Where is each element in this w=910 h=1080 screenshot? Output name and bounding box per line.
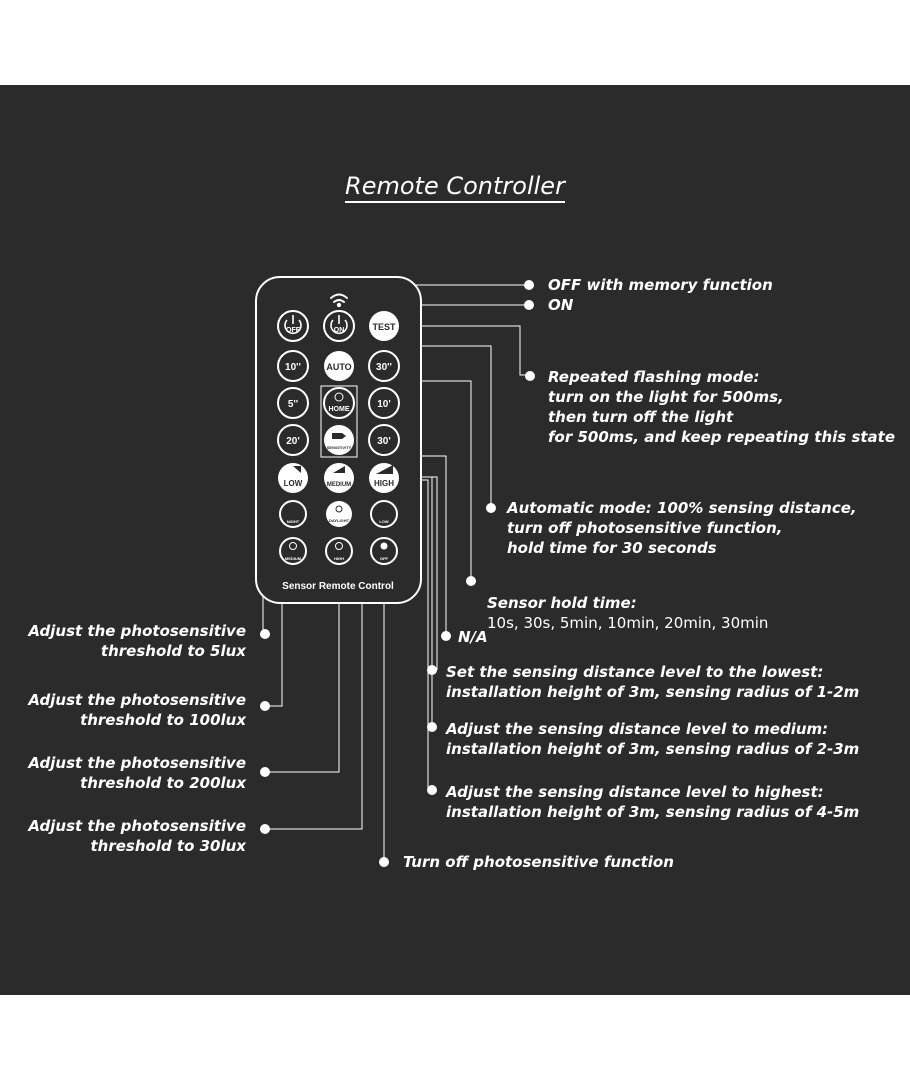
page-title: Remote Controller: [0, 172, 910, 203]
signal-icon: [330, 293, 348, 308]
leader-dots: [260, 280, 535, 867]
label-lux30: Adjust the photosensitive threshold to 3…: [28, 817, 246, 855]
svg-text:20': 20': [286, 436, 300, 447]
label-hold-title: Sensor hold time:: [487, 594, 637, 612]
dot-na: [441, 631, 451, 641]
sun-moon-icon: [335, 542, 343, 550]
svg-text:OFF: OFF: [286, 327, 301, 334]
svg-text:SENSITIVITY: SENSITIVITY: [327, 445, 352, 450]
home-sensitivity-box: [320, 385, 358, 458]
30s-button[interactable]: 30'': [368, 350, 400, 382]
label-dist-medium: Adjust the sensing distance level to med…: [446, 720, 860, 758]
svg-text:DAYLIGHT: DAYLIGHT: [329, 518, 350, 523]
sun-icon: [335, 505, 343, 513]
svg-text:ON: ON: [334, 327, 345, 334]
svg-text:MEDIUM: MEDIUM: [285, 556, 302, 561]
level-bars-icon: [376, 465, 393, 474]
lux-high-button[interactable]: HIGH: [325, 537, 353, 565]
dot-dist-high: [427, 785, 437, 795]
svg-text:OFF: OFF: [380, 556, 389, 561]
level-bars-icon: [293, 466, 301, 473]
svg-text:HIGH: HIGH: [374, 479, 394, 488]
dot-test: [525, 371, 535, 381]
off-button[interactable]: OFF: [277, 310, 309, 342]
30m-button[interactable]: 30': [368, 424, 400, 456]
svg-text:5'': 5'': [288, 399, 298, 410]
lux-off-button[interactable]: OFF: [370, 537, 398, 565]
10s-button[interactable]: 10'': [277, 350, 309, 382]
sun-moon-icon: [289, 542, 297, 550]
distance-low-button[interactable]: LOW: [278, 463, 308, 493]
label-na: N/A: [458, 628, 488, 646]
night-button[interactable]: NIGHT: [279, 500, 307, 528]
label-auto: Automatic mode: 100% sensing distance, t…: [507, 499, 857, 557]
label-test: Repeated flashing mode: turn on the ligh…: [548, 368, 896, 446]
dot-dist-medium: [427, 722, 437, 732]
label-photo-off: Turn off photosensitive function: [403, 853, 674, 871]
label-lux100: Adjust the photosensitive threshold to 1…: [28, 691, 246, 729]
sun-icon: [380, 542, 388, 550]
label-lux200: Adjust the photosensitive threshold to 2…: [28, 754, 246, 792]
svg-text:HOME: HOME: [329, 406, 350, 413]
dot-photo-off: [379, 857, 389, 867]
on-button[interactable]: ON: [323, 310, 355, 342]
lux-low-button[interactable]: LOW: [370, 500, 398, 528]
svg-text:HIGH: HIGH: [334, 556, 344, 561]
dot-hold: [466, 576, 476, 586]
daylight-button[interactable]: DAYLIGHT: [326, 501, 352, 527]
label-dist-high: Adjust the sensing distance level to hig…: [446, 783, 860, 821]
label-dist-low: Set the sensing distance level to the lo…: [446, 663, 860, 701]
svg-text:TEST: TEST: [372, 322, 396, 332]
label-off-memory: OFF with memory function: [548, 276, 773, 294]
dot-lux5: [260, 629, 270, 639]
label-hold-values: 10s, 30s, 5min, 10min, 20min, 30min: [487, 614, 769, 632]
svg-text:10'': 10'': [285, 362, 301, 373]
lux-medium-button[interactable]: MEDIUM: [279, 537, 307, 565]
svg-text:30': 30': [377, 436, 391, 447]
arrow-icon: [332, 433, 346, 439]
clock-icon: [334, 392, 344, 402]
svg-text:AUTO: AUTO: [326, 362, 351, 372]
level-bars-icon: [333, 466, 345, 473]
dot-off: [524, 280, 534, 290]
dark-panel: [0, 85, 910, 995]
5s-button[interactable]: 5'': [277, 387, 309, 419]
label-lux5: Adjust the photosensitive threshold to 5…: [28, 622, 246, 660]
dot-lux30: [260, 824, 270, 834]
label-on: ON: [548, 296, 574, 314]
dot-lux200: [260, 767, 270, 777]
test-button[interactable]: TEST: [369, 311, 399, 341]
svg-text:NIGHT: NIGHT: [287, 519, 300, 524]
10m-button[interactable]: 10': [368, 387, 400, 419]
svg-text:30'': 30'': [376, 362, 392, 373]
dot-dist-low: [427, 665, 437, 675]
distance-high-button[interactable]: HIGH: [369, 463, 399, 493]
dot-auto: [486, 503, 496, 513]
sensitivity-button[interactable]: SENSITIVITY: [324, 425, 354, 455]
remote-footer: Sensor Remote Control: [282, 581, 394, 592]
svg-text:MEDIUM: MEDIUM: [327, 482, 351, 488]
svg-text:LOW: LOW: [284, 479, 303, 488]
auto-button[interactable]: AUTO: [324, 351, 354, 381]
label-hold-time: Sensor hold time: 10s, 30s, 5min, 10min,…: [487, 573, 768, 653]
dot-lux100: [260, 701, 270, 711]
home-button[interactable]: HOME: [323, 387, 355, 419]
svg-text:LOW: LOW: [379, 519, 389, 524]
distance-medium-button[interactable]: MEDIUM: [324, 463, 354, 493]
20s-button[interactable]: 20': [277, 424, 309, 456]
svg-text:10': 10': [377, 399, 391, 410]
dot-on: [524, 300, 534, 310]
